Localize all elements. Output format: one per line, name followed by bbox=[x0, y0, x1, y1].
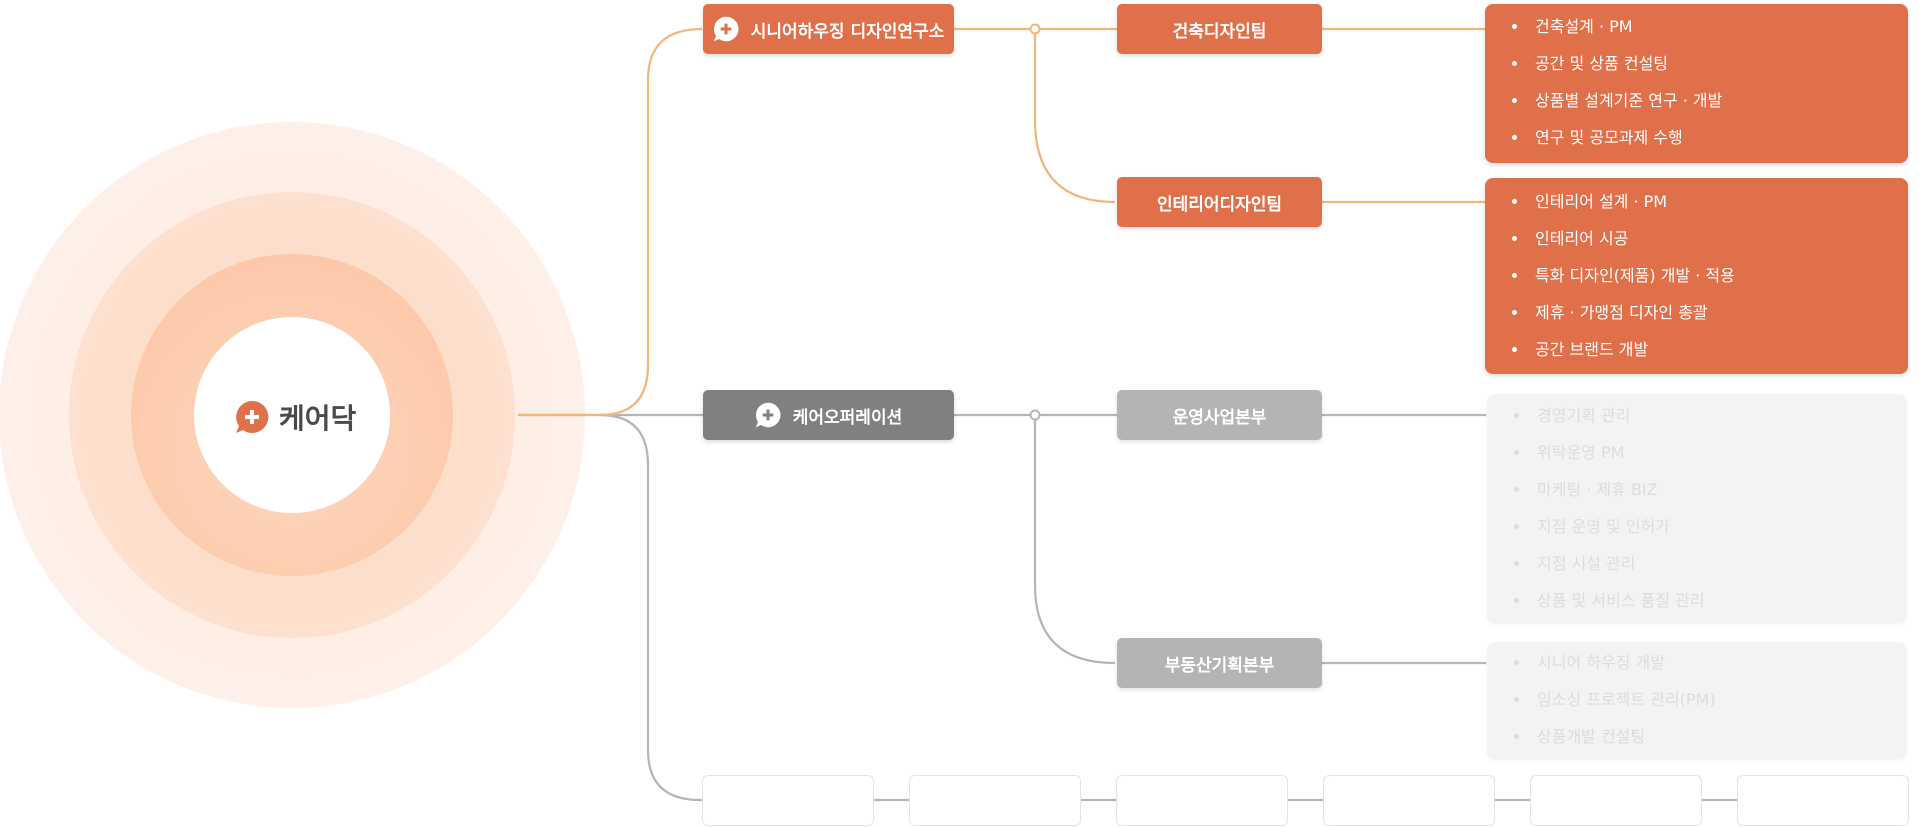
empty-node-3 bbox=[1116, 775, 1288, 826]
plus-bubble-icon bbox=[755, 402, 781, 428]
list-item: 상품 및 서비스 품질 관리 bbox=[1487, 582, 1907, 619]
empty-node-4 bbox=[1323, 775, 1495, 826]
duties-interior: 인테리어 설계 · PM 인테리어 시공 특화 디자인(제품) 개발 · 적용 … bbox=[1485, 178, 1908, 374]
list-item: 공간 및 상품 컨설팅 bbox=[1485, 45, 1908, 82]
plus-bubble-icon bbox=[713, 16, 739, 42]
plus-bubble-icon bbox=[236, 400, 269, 433]
list-item: 임소싱 프로젝트 관리(PM) bbox=[1487, 681, 1907, 718]
duties-operations: 경영기획 관리 위탁운영 PM 마케팅 · 제휴 BIZ 지점 운영 및 인허가… bbox=[1487, 394, 1907, 622]
duties-architecture: 건축설계 · PM 공간 및 상품 컨설팅 상품별 설계기준 연구 · 개발 연… bbox=[1485, 4, 1908, 163]
list-item: 연구 및 공모과제 수행 bbox=[1485, 119, 1908, 156]
list-item: 상품개발 컨설팅 bbox=[1487, 718, 1907, 755]
team-label: 인테리어디자인팀 bbox=[1156, 194, 1283, 215]
list-item: 건축설계 · PM bbox=[1485, 8, 1908, 45]
empty-node-1 bbox=[702, 775, 874, 826]
team-label: 부동산기획본부 bbox=[1164, 655, 1275, 676]
empty-node-2 bbox=[909, 775, 1081, 826]
junction-node-top bbox=[1029, 23, 1041, 35]
branch-label: 케어오퍼레이션 bbox=[792, 407, 903, 428]
hub-label-group: 케어닥 bbox=[235, 395, 356, 439]
team-real-estate-planning[interactable]: 부동산기획본부 bbox=[1117, 638, 1322, 688]
team-interior-design[interactable]: 인테리어디자인팀 bbox=[1117, 177, 1322, 227]
junction-node-middle bbox=[1029, 409, 1041, 421]
list-item: 지점 시설 관리 bbox=[1487, 545, 1907, 582]
team-label: 건축디자인팀 bbox=[1172, 21, 1267, 42]
team-operations-business[interactable]: 운영사업본부 bbox=[1117, 390, 1322, 440]
empty-node-6 bbox=[1737, 775, 1909, 826]
list-item: 인테리어 시공 bbox=[1485, 220, 1908, 257]
list-item: 지점 운영 및 인허가 bbox=[1487, 508, 1907, 545]
list-item: 시니어 하우징 개발 bbox=[1487, 644, 1907, 681]
grey-lines bbox=[518, 413, 1737, 802]
list-item: 위탁운영 PM bbox=[1487, 434, 1907, 471]
branch-care-operation[interactable]: 케어오퍼레이션 bbox=[703, 390, 954, 440]
branch-senior-housing[interactable]: 시니어하우징 디자인연구소 bbox=[703, 4, 954, 54]
team-architecture-design[interactable]: 건축디자인팀 bbox=[1117, 4, 1322, 54]
list-item: 공간 브랜드 개발 bbox=[1485, 331, 1908, 368]
branch-label: 시니어하우징 디자인연구소 bbox=[750, 21, 945, 42]
hub-title: 케어닥 bbox=[279, 402, 357, 435]
hub-core bbox=[194, 317, 390, 513]
empty-node-5 bbox=[1530, 775, 1702, 826]
orange-lines bbox=[518, 27, 1486, 417]
list-item: 제휴 · 가맹점 디자인 총괄 bbox=[1485, 294, 1908, 331]
list-item: 상품별 설계기준 연구 · 개발 bbox=[1485, 82, 1908, 119]
list-item: 경영기획 관리 bbox=[1487, 397, 1907, 434]
list-item: 마케팅 · 제휴 BIZ bbox=[1487, 471, 1907, 508]
team-label: 운영사업본부 bbox=[1172, 407, 1267, 428]
duties-real-estate: 시니어 하우징 개발 임소싱 프로젝트 관리(PM) 상품개발 컨설팅 bbox=[1487, 642, 1907, 758]
list-item: 인테리어 설계 · PM bbox=[1485, 183, 1908, 220]
list-item: 특화 디자인(제품) 개발 · 적용 bbox=[1485, 257, 1908, 294]
